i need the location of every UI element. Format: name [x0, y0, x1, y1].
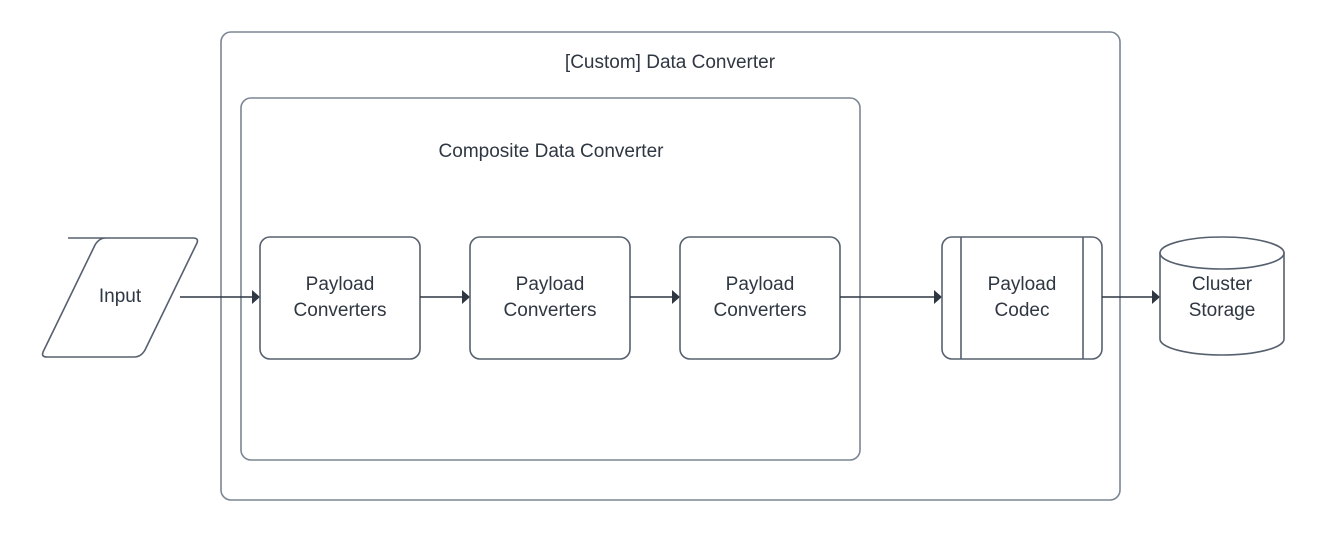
input-shape: [41, 237, 199, 358]
container-custom-data-converter[interactable]: [Custom] Data Converter: [220, 31, 1121, 501]
container-composite-data-converter[interactable]: Composite Data Converter: [240, 97, 861, 461]
edge-input-to-payload-converters-1: [180, 290, 260, 304]
custom-data-converter-title: [Custom] Data Converter: [565, 52, 776, 73]
cluster-storage-label-line-2: Storage: [1189, 300, 1256, 321]
node-payload-converters-3[interactable]: Payload Converters: [679, 236, 841, 360]
edge-pc1-pc2-arrowhead: [462, 290, 470, 304]
composite-data-converter-title: Composite Data Converter: [439, 141, 665, 162]
edge-codec-storage-arrowhead: [1152, 290, 1160, 304]
cluster-storage-label-line-1: Cluster: [1192, 274, 1253, 295]
composite-data-converter-border: [240, 97, 861, 461]
custom-data-converter-border: [220, 31, 1121, 501]
cluster-storage-top-ellipse: [1159, 236, 1285, 270]
edge-input-pc1-arrowhead: [252, 290, 260, 304]
node-payload-converters-2[interactable]: Payload Converters: [469, 236, 631, 360]
payload-codec-label-line-1: Payload: [988, 274, 1057, 295]
payload-converters-2-label-line-2: Converters: [504, 300, 597, 321]
edge-payload-codec-to-cluster-storage: [1102, 290, 1160, 304]
node-cluster-storage[interactable]: Cluster Storage: [1159, 236, 1285, 356]
edge-payload-converters-2-to-3: [630, 290, 680, 304]
payload-converters-1-label-line-1: Payload: [306, 274, 375, 295]
edge-pc3-codec-arrowhead: [934, 290, 942, 304]
payload-converters-3-label-line-2: Converters: [714, 300, 807, 321]
payload-converters-1-shape: [259, 236, 421, 360]
edge-payload-converters-1-to-2: [420, 290, 470, 304]
payload-converters-3-label-line-1: Payload: [726, 274, 795, 295]
payload-codec-shape: [941, 236, 1103, 360]
edge-payload-converters-3-to-payload-codec: [840, 290, 942, 304]
node-payload-codec[interactable]: Payload Codec: [941, 236, 1103, 360]
edge-pc2-pc3-arrowhead: [672, 290, 680, 304]
payload-converters-1-label-line-2: Converters: [294, 300, 387, 321]
node-payload-converters-1[interactable]: Payload Converters: [259, 236, 421, 360]
payload-converters-3-shape: [679, 236, 841, 360]
payload-converters-2-label-line-1: Payload: [516, 274, 585, 295]
cluster-storage-body: [1159, 252, 1285, 356]
node-input[interactable]: Input: [41, 237, 199, 358]
payload-converters-2-shape: [469, 236, 631, 360]
payload-codec-label-line-2: Codec: [995, 300, 1050, 321]
input-label: Input: [99, 286, 142, 307]
